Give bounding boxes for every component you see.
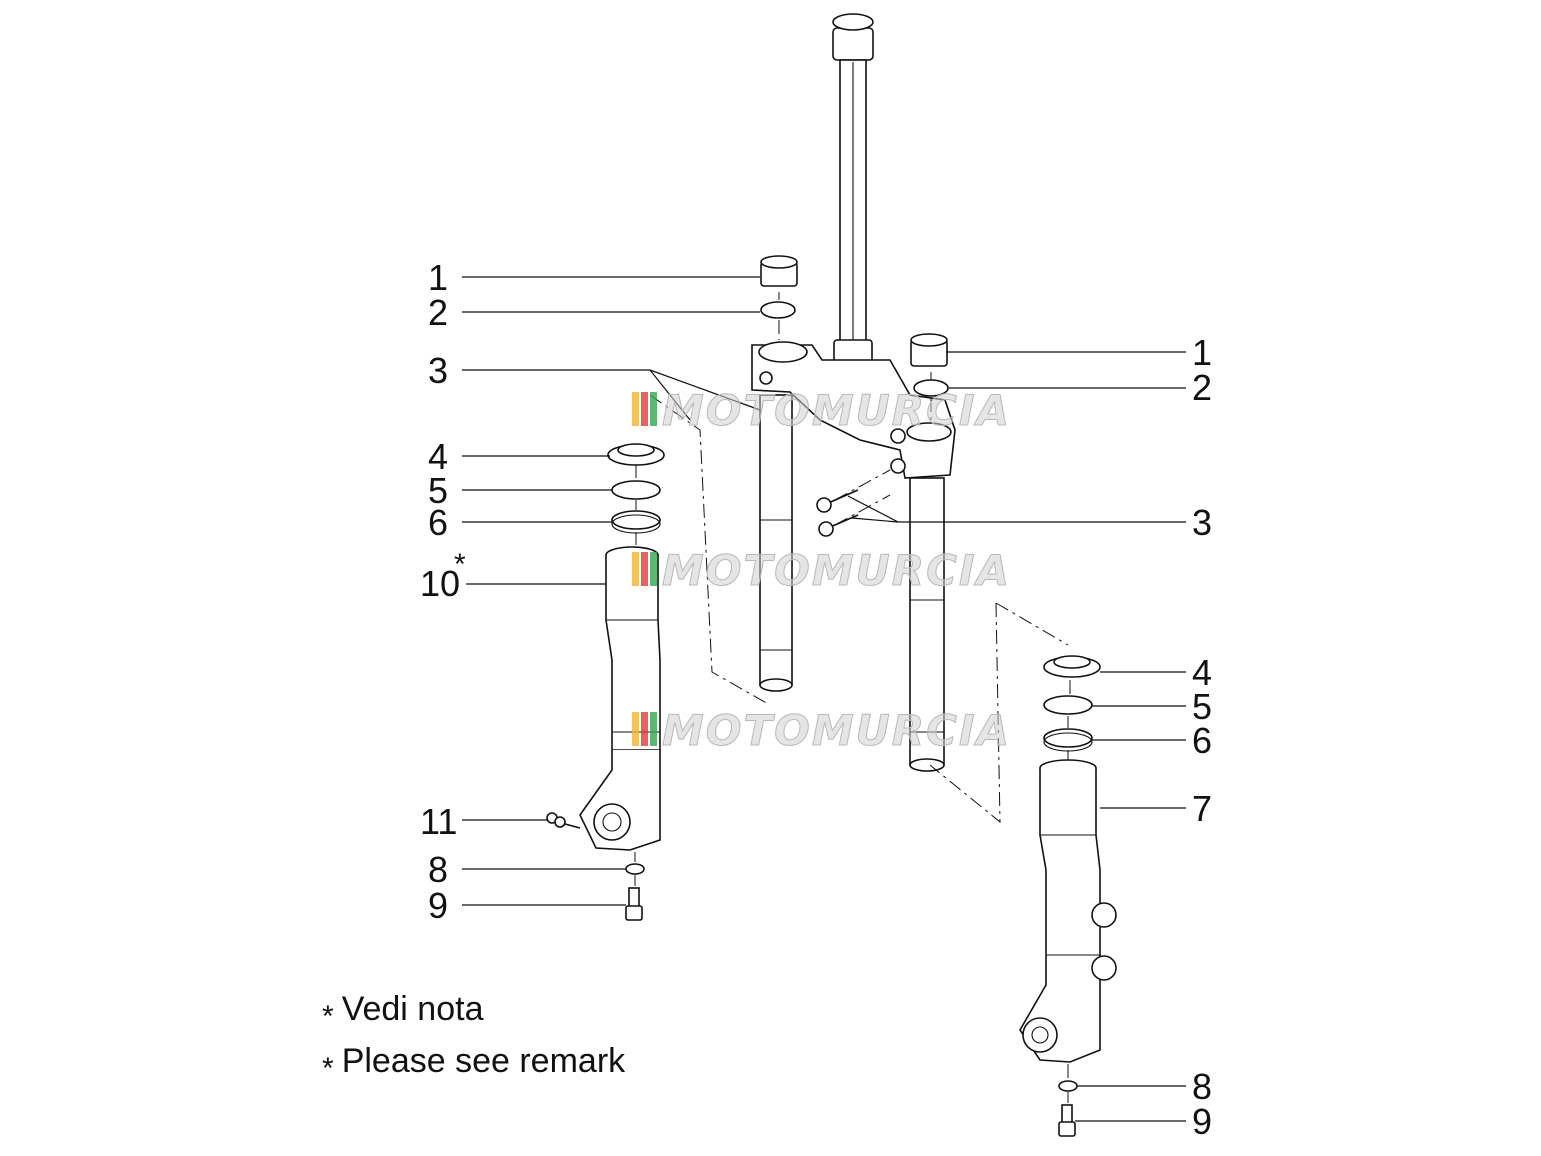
left-top-cap (760, 255, 798, 287)
watermark-1: MOTOMURCIA (632, 386, 1011, 436)
watermark-stripe-yellow (632, 712, 639, 746)
watermark-stripe-yellow (632, 552, 639, 586)
right-fork-leg (1019, 759, 1117, 1063)
callout-9-left: 9 (428, 885, 448, 926)
watermark-stripe-red (641, 712, 648, 746)
left-o-ring (760, 301, 796, 319)
note-star: * (322, 1052, 334, 1085)
right-bottom-bolt (1058, 1104, 1076, 1137)
callout-8-left: 8 (428, 849, 448, 890)
left-dust-seal (607, 443, 665, 466)
watermark-3: MOTOMURCIA (632, 706, 1011, 756)
note-english: *Please see remark (322, 1042, 626, 1085)
clamp-bolts (816, 489, 859, 537)
callout-2-right: 2 (1192, 367, 1212, 408)
watermark-text: MOTOMURCIA (662, 386, 1011, 435)
callout-10-star: * (454, 548, 466, 581)
callout-2-left: 2 (428, 292, 448, 333)
watermark-2: MOTOMURCIA (632, 546, 1011, 596)
callout-10-left: 10 (420, 563, 460, 604)
steering-stem (832, 13, 874, 367)
leader-lines (462, 276, 1186, 1122)
callout-1-left: 1 (428, 257, 448, 298)
right-circlip (1043, 695, 1093, 715)
watermark-stripe-green (650, 712, 657, 746)
watermark-stripe-green (650, 552, 657, 586)
callout-6-right: 6 (1192, 720, 1212, 761)
right-dust-seal (1043, 655, 1101, 678)
watermark-stripe-red (641, 392, 648, 426)
note-english-text: Please see remark (341, 1042, 626, 1080)
callout-5-right: 5 (1192, 686, 1212, 727)
callout-1-right: 1 (1192, 332, 1212, 373)
note-italian-text: Vedi nota (341, 990, 484, 1028)
left-bleed-screw (546, 812, 581, 829)
left-bottom-bolt (625, 887, 643, 921)
left-circlip (611, 480, 661, 500)
callout-6-left: 6 (428, 502, 448, 543)
watermark-stripe-yellow (632, 392, 639, 426)
callout-8-right: 8 (1192, 1066, 1212, 1107)
callout-7-right: 7 (1192, 788, 1212, 829)
right-oil-seal (1043, 728, 1093, 752)
watermark-text: MOTOMURCIA (662, 546, 1011, 595)
assembly-dashed-lines (634, 292, 1071, 1103)
callout-5-left: 5 (428, 470, 448, 511)
callout-3-right: 3 (1192, 502, 1212, 543)
watermark-stripe-green (650, 392, 657, 426)
callout-4-right: 4 (1192, 652, 1212, 693)
note-italian: *Vedi nota (322, 990, 484, 1033)
callout-4-left: 4 (428, 436, 448, 477)
left-callouts: 1 2 3 4 5 6 10 * 11 8 9 (420, 257, 466, 926)
right-washer (1058, 1080, 1078, 1092)
callout-9-right: 9 (1192, 1101, 1212, 1142)
left-stanchion (759, 394, 793, 692)
right-callouts: 1 2 3 4 5 6 7 8 9 (1192, 332, 1212, 1142)
watermark-stripe-red (641, 552, 648, 586)
right-stanchion (909, 477, 945, 772)
callout-11-left: 11 (420, 801, 457, 842)
left-oil-seal (611, 510, 661, 534)
note-star: * (322, 1000, 334, 1033)
right-top-cap (910, 333, 948, 367)
callout-3-left: 3 (428, 350, 448, 391)
watermark-text: MOTOMURCIA (662, 706, 1011, 755)
left-washer (625, 863, 645, 875)
left-fork-leg (579, 546, 661, 851)
triple-clamp (751, 341, 956, 479)
